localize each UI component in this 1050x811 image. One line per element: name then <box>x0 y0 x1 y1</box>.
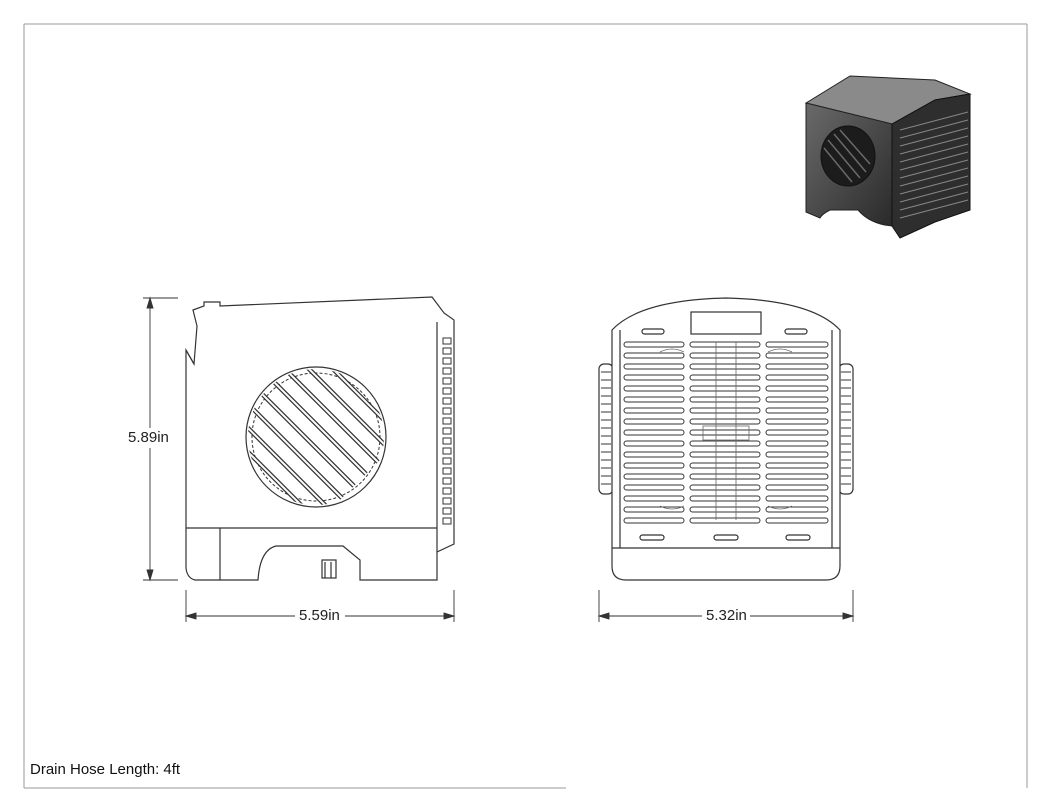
front-side-knob-ribs <box>601 371 851 485</box>
side-view-fins <box>442 337 452 525</box>
front-grille <box>623 341 829 524</box>
front-width-dimension-label: 5.32in <box>704 607 749 624</box>
drain-hose-note: Drain Hose Length: 4ft <box>30 761 181 778</box>
front-hidden-details <box>659 342 793 520</box>
height-dimension-label: 5.89in <box>126 429 171 446</box>
dimension-lines <box>143 296 855 622</box>
front-view <box>598 297 854 581</box>
fan-grill <box>245 366 387 508</box>
sheet-border <box>23 23 1028 789</box>
side-width-dimension-label: 5.59in <box>297 607 342 624</box>
isometric-render <box>804 75 972 239</box>
